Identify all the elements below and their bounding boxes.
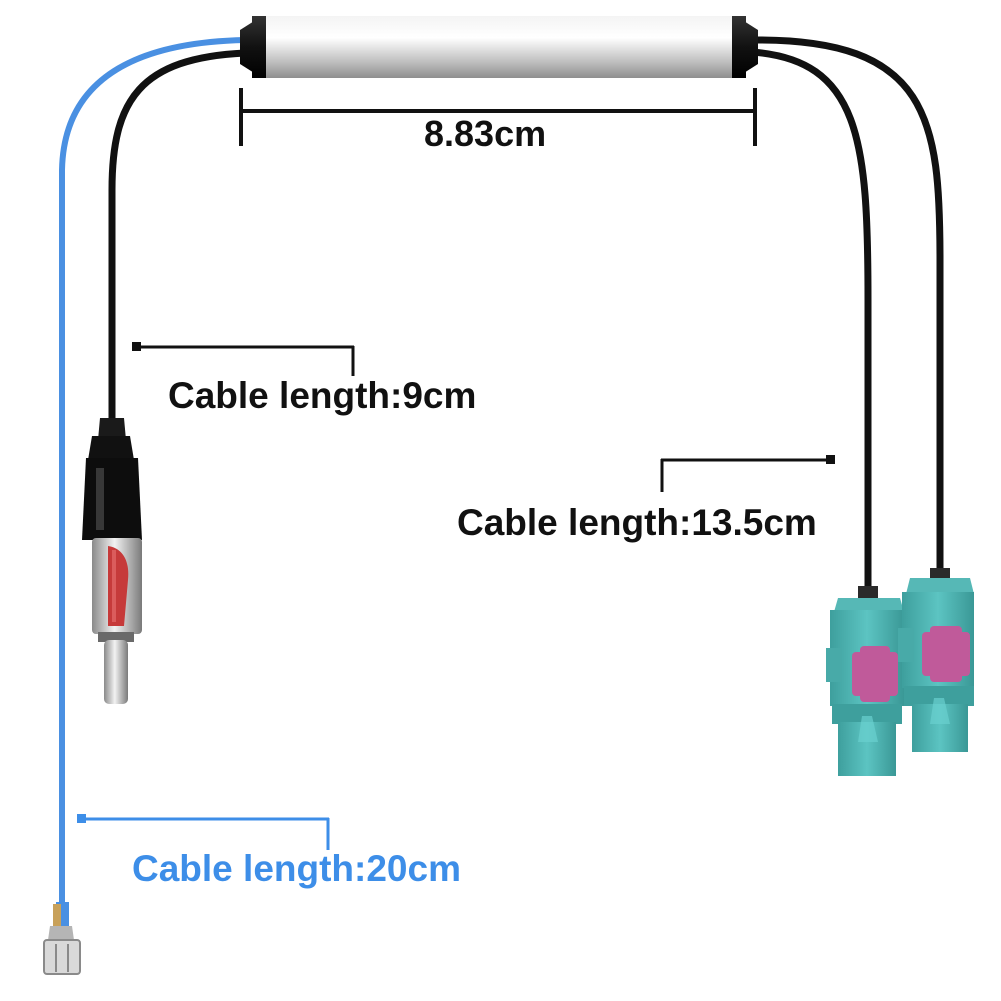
blue-wire-length-label: Cable length:20cm xyxy=(132,848,461,889)
fakra-cables xyxy=(748,36,944,594)
filter-dimension-line xyxy=(239,88,757,146)
fakra-cable-callout xyxy=(660,455,835,492)
filter-length-label: 8.83cm xyxy=(424,113,547,154)
blue-wire-callout xyxy=(77,814,330,850)
black-cable xyxy=(108,49,249,424)
fakra-cable-length-label: Cable length:13.5cm xyxy=(457,502,817,543)
spade-terminal-icon xyxy=(43,902,81,975)
inline-filter-icon xyxy=(240,16,758,78)
fakra-connector-icon xyxy=(898,568,974,752)
black-cable-length-label: Cable length:9cm xyxy=(168,375,477,416)
black-cable-callout xyxy=(132,342,355,376)
blue-wire xyxy=(59,37,248,908)
din-antenna-plug-icon xyxy=(82,418,142,704)
fakra-connector-icon xyxy=(826,586,904,776)
